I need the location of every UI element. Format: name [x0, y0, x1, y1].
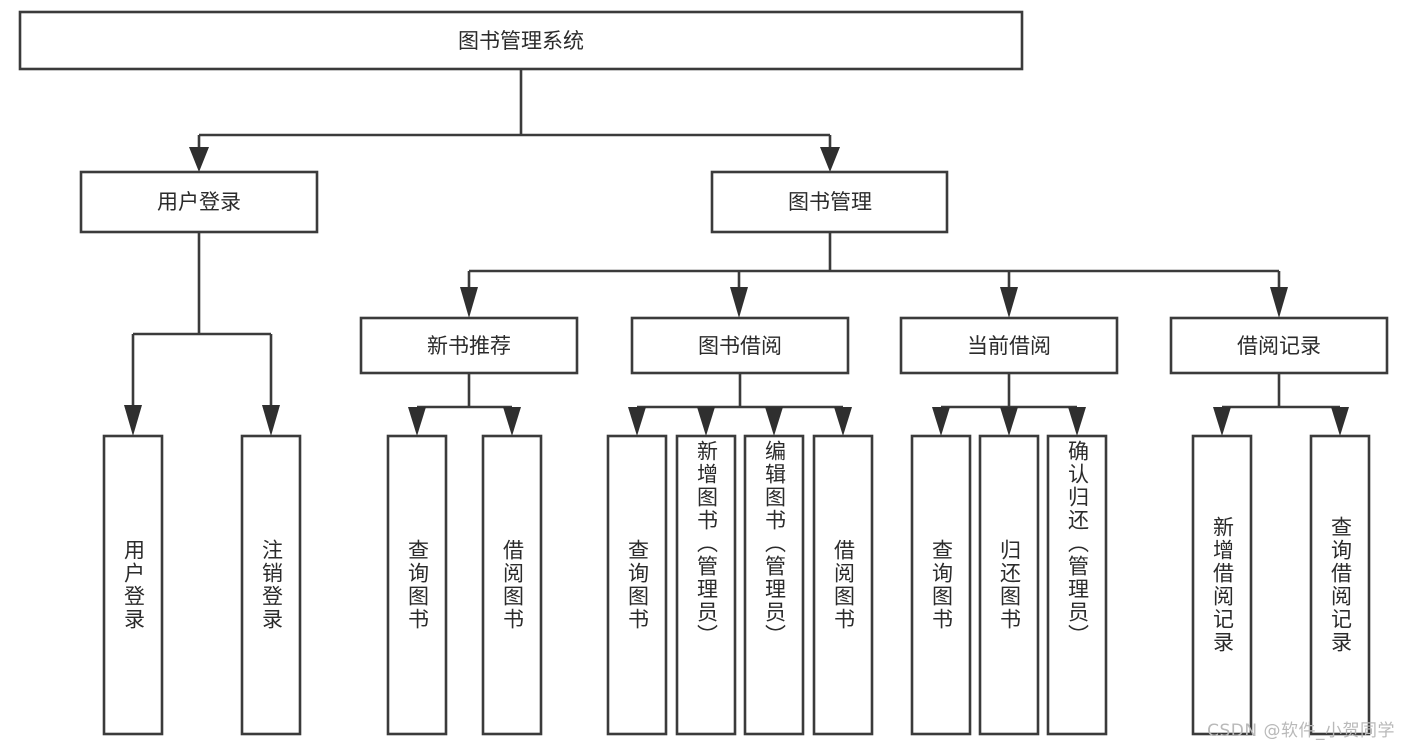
- arrowhead-to-manage: [820, 147, 840, 172]
- leaf-box-add-record[interactable]: [1191, 434, 1253, 736]
- node-user-login-label: 用户登录: [157, 190, 241, 214]
- node-borrow-record-box[interactable]: [1169, 316, 1389, 375]
- arrowhead-bookborrow-leaf1: [628, 407, 646, 436]
- arrowhead-login-leaf1: [124, 405, 142, 436]
- leaf-box-query-book-c[interactable]: [910, 434, 972, 736]
- node-book-borrow-label: 图书借阅: [698, 334, 782, 358]
- leaf-box-logout[interactable]: [240, 434, 302, 736]
- leaf-box-return-book[interactable]: [978, 434, 1040, 736]
- arrowhead-currentborrow-leaf2: [1000, 407, 1018, 436]
- arrowhead-bookborrow-leaf3: [765, 407, 783, 436]
- arrowhead-login-leaf2: [262, 405, 280, 436]
- arrowhead-newbook-leaf2: [503, 407, 521, 436]
- leaf-box-query-record[interactable]: [1309, 434, 1371, 736]
- arrowhead-to-new-book: [460, 287, 478, 318]
- node-current-borrow-label: 当前借阅: [967, 334, 1051, 358]
- node-borrow-record-label: 借阅记录: [1237, 334, 1321, 358]
- leaf-box-borrow-book-b[interactable]: [812, 434, 874, 736]
- node-current-borrow-box[interactable]: [899, 316, 1119, 375]
- node-book-manage-box[interactable]: [710, 170, 949, 234]
- leaf-box-query-book-a[interactable]: [386, 434, 448, 736]
- arrowhead-to-login: [189, 147, 209, 172]
- node-root-label: 图书管理系统: [458, 29, 584, 53]
- arrowhead-to-borrow-record: [1270, 287, 1288, 318]
- node-book-manage-label: 图书管理: [788, 190, 872, 214]
- watermark-text: CSDN @软件_小贺同学: [1207, 721, 1395, 741]
- arrowhead-to-book-borrow: [730, 287, 748, 318]
- arrowhead-currentborrow-leaf1: [932, 407, 950, 436]
- leaf-box-edit-book[interactable]: [743, 434, 805, 736]
- leaf-box-user-login[interactable]: [102, 434, 164, 736]
- leaf-box-add-book[interactable]: [675, 434, 737, 736]
- leaf-box-borrow-book-a[interactable]: [481, 434, 543, 736]
- leaf-box-query-book-b[interactable]: [606, 434, 668, 736]
- arrowhead-borrowrecord-leaf2: [1331, 407, 1349, 436]
- node-root-box[interactable]: [18, 10, 1024, 71]
- arrowhead-borrowrecord-leaf1: [1213, 407, 1231, 436]
- node-new-book-label: 新书推荐: [427, 334, 511, 358]
- arrowhead-to-current-borrow: [1000, 287, 1018, 318]
- arrowhead-bookborrow-leaf4: [834, 407, 852, 436]
- arrowhead-currentborrow-leaf3: [1068, 407, 1086, 436]
- arrowhead-newbook-leaf1: [408, 407, 426, 436]
- leaf-box-confirm-return[interactable]: [1046, 434, 1108, 736]
- node-book-borrow-box[interactable]: [630, 316, 850, 375]
- arrowhead-bookborrow-leaf2: [697, 407, 715, 436]
- node-new-book-box[interactable]: [359, 316, 579, 375]
